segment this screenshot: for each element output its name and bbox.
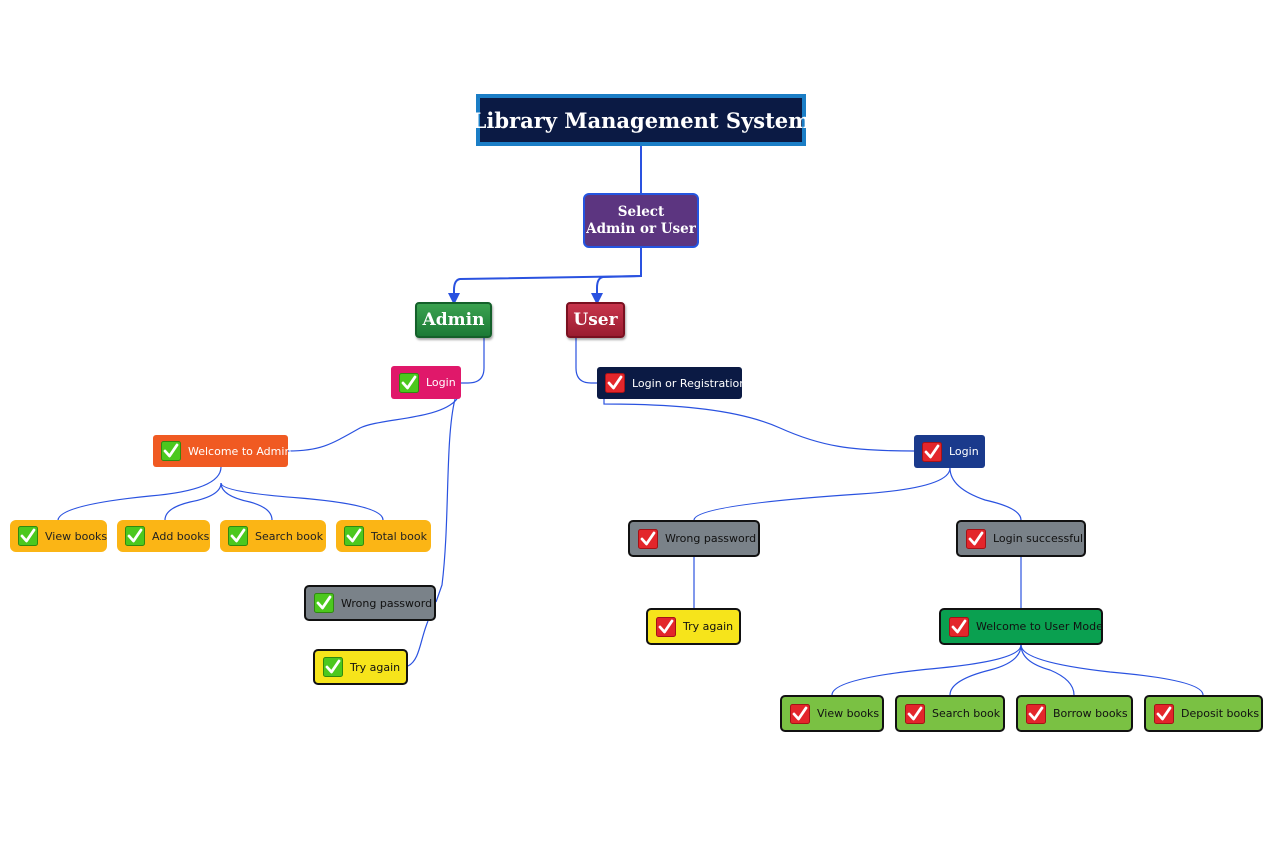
admin-action-search-book: Search book xyxy=(220,520,326,552)
user-login-registration-label: Login or Registration xyxy=(632,376,747,390)
user-try-again-node: Try again xyxy=(646,608,741,645)
user-welcome-node: Welcome to User Mode xyxy=(939,608,1103,645)
user-login-registration-node: Login or Registration xyxy=(597,367,746,399)
user-wrong-password-label: Wrong password xyxy=(665,532,757,545)
user-login-successful-node: Login successful xyxy=(956,520,1086,557)
user-welcome-label: Welcome to User Mode xyxy=(976,620,1103,633)
select-label-line1: Select xyxy=(617,203,665,220)
red-check-icon xyxy=(605,373,625,393)
user-action-label: Search book xyxy=(932,707,1001,720)
user-action-label: Borrow books xyxy=(1053,707,1128,720)
connector-logreg-login xyxy=(603,399,915,452)
user-action-borrow-books: Borrow books xyxy=(1016,695,1133,732)
connector-welcome-deposit-user xyxy=(1020,644,1204,696)
admin-action-label: Add books xyxy=(152,529,210,543)
user-label: User xyxy=(573,310,618,330)
green-check-icon xyxy=(314,593,334,613)
red-check-icon xyxy=(966,528,986,549)
green-check-icon xyxy=(125,526,145,546)
connector-welcome-view-user xyxy=(831,644,1022,696)
admin-action-label: Search book xyxy=(255,529,324,543)
red-check-icon xyxy=(656,616,676,637)
admin-welcome-label: Welcome to Admin xyxy=(188,444,292,458)
user-try-again-label: Try again xyxy=(683,620,734,633)
admin-login-node: Login xyxy=(391,366,461,399)
connector-welcome-add xyxy=(164,482,222,521)
connector-wrong-try xyxy=(407,620,429,667)
admin-action-add-books: Add books xyxy=(117,520,210,552)
admin-action-total-book: Total book xyxy=(336,520,431,552)
connector-login-welcome xyxy=(287,398,458,452)
admin-node: Admin xyxy=(415,302,492,338)
select-label-line2: Admin or User xyxy=(586,220,696,237)
green-check-icon xyxy=(161,441,181,461)
red-check-icon xyxy=(638,528,658,549)
red-check-icon xyxy=(1154,703,1174,724)
connector-select-user xyxy=(591,275,642,305)
connector-login-wrong xyxy=(435,398,456,603)
admin-try-again-node: Try again xyxy=(313,649,408,685)
connector-login-success xyxy=(949,467,1022,521)
connector-user-logreg xyxy=(575,338,597,384)
red-check-icon xyxy=(922,441,942,462)
select-node: Select Admin or User xyxy=(583,193,699,248)
connector-welcome-search xyxy=(220,482,273,521)
green-check-icon xyxy=(344,526,364,546)
admin-wrong-password-label: Wrong password xyxy=(341,596,433,610)
admin-action-view-books: View books xyxy=(10,520,107,552)
admin-try-again-label: Try again xyxy=(350,660,401,674)
admin-wrong-password-node: Wrong password xyxy=(304,585,436,621)
green-check-icon xyxy=(18,526,38,546)
red-check-icon xyxy=(949,616,969,637)
user-action-deposit-books: Deposit books xyxy=(1144,695,1263,732)
connector-admin-login xyxy=(461,338,485,384)
green-check-icon xyxy=(228,526,248,546)
admin-action-label: Total book xyxy=(371,529,427,543)
user-login-successful-label: Login successful xyxy=(993,532,1084,545)
green-check-icon xyxy=(323,657,343,677)
admin-label: Admin xyxy=(422,310,485,330)
user-wrong-password-node: Wrong password xyxy=(628,520,760,557)
connector-welcome-search-user xyxy=(949,644,1022,696)
admin-welcome-node: Welcome to Admin xyxy=(153,435,292,467)
user-action-label: View books xyxy=(817,707,880,720)
connector-welcome-total xyxy=(220,482,384,521)
user-action-view-books: View books xyxy=(780,695,884,732)
connector-select-admin xyxy=(448,248,642,305)
user-action-label: Deposit books xyxy=(1181,707,1260,720)
green-check-icon xyxy=(399,372,419,393)
connector-welcome-borrow-user xyxy=(1020,644,1075,696)
red-check-icon xyxy=(1026,703,1046,724)
user-login-label: Login xyxy=(949,445,979,458)
title-node: Library Management System xyxy=(472,94,810,146)
red-check-icon xyxy=(790,703,810,724)
user-node: User xyxy=(566,302,625,338)
connector-login-wrong-user xyxy=(693,467,951,521)
red-check-icon xyxy=(905,703,925,724)
connector-welcome-view xyxy=(57,466,222,521)
user-action-search-book: Search book xyxy=(895,695,1005,732)
admin-login-label: Login xyxy=(426,376,456,389)
admin-action-label: View books xyxy=(45,529,108,543)
title-label: Library Management System xyxy=(471,107,811,133)
user-login-node: Login xyxy=(914,435,985,468)
